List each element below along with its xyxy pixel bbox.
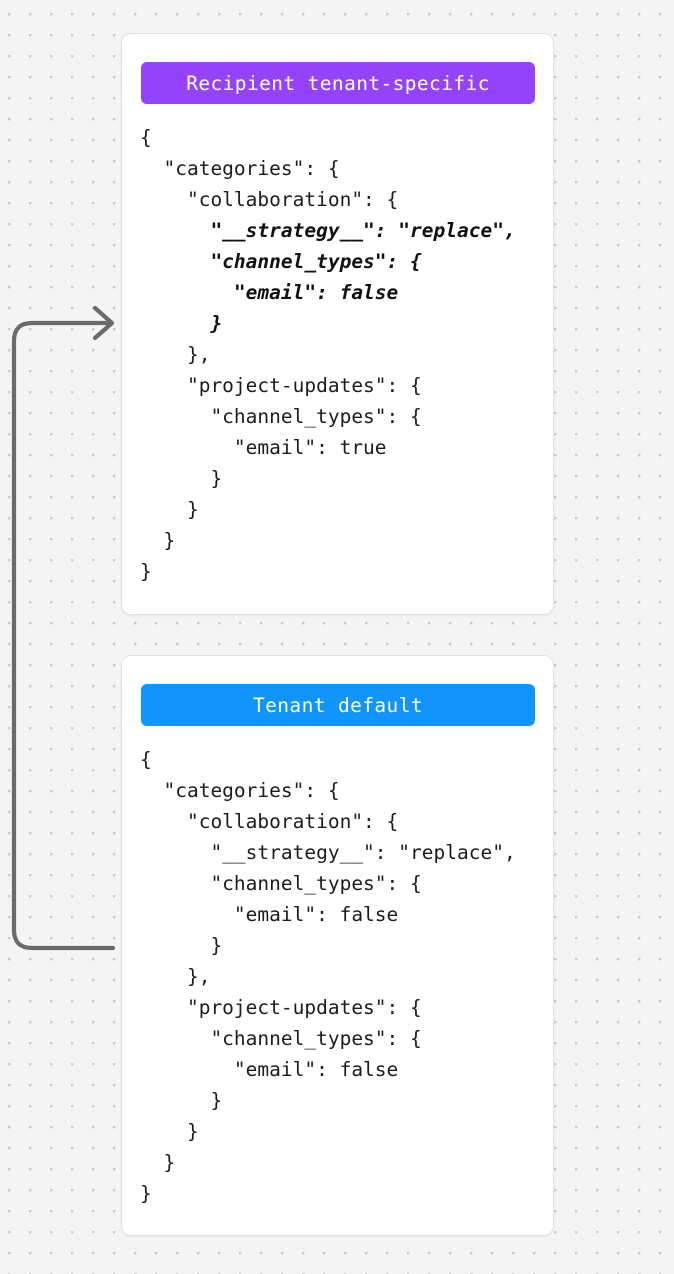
code-line: } [140,529,176,552]
code-line: "categories": { [140,779,340,802]
tenant-default-badge: Tenant default [141,684,535,726]
arrow-path [11,320,116,951]
code-line: } [140,498,199,521]
code-line: } [140,1151,176,1174]
arrow-head-icon [92,305,115,341]
code-line: "collaboration": { [140,810,399,833]
recipient-tenant-specific-card: Recipient tenant-specific { "categories"… [121,33,554,615]
code-line: { [140,126,152,149]
code-line: "channel_types": { [140,250,422,273]
code-line: "project-updates": { [140,996,422,1019]
code-line: "project-updates": { [140,374,422,397]
code-line: { [140,748,152,771]
code-line: "email": false [140,1058,399,1081]
code-line: "__strategy__": "replace", [140,841,516,864]
code-line: } [140,1089,223,1112]
code-line: } [140,560,152,583]
code-line: "channel_types": { [140,1027,422,1050]
code-line: } [140,467,223,490]
code-line: } [140,1182,152,1205]
code-line: "channel_types": { [140,405,422,428]
code-line: "channel_types": { [140,872,422,895]
tenant-default-card: Tenant default { "categories": { "collab… [121,655,554,1236]
code-line: "email": false [140,903,399,926]
code-line: } [140,934,223,957]
code-line: "__strategy__": "replace", [140,219,516,242]
code-line: "categories": { [140,157,340,180]
code-line: "collaboration": { [140,188,399,211]
recipient-tenant-specific-badge: Recipient tenant-specific [141,62,535,104]
code-line: }, [140,343,211,366]
code-line: "email": false [140,281,399,304]
recipient-tenant-specific-code: { "categories": { "collaboration": { "__… [140,122,543,587]
code-line: "email": true [140,436,387,459]
code-line: }, [140,965,211,988]
code-line: } [140,1120,199,1143]
code-line: } [140,312,223,335]
tenant-default-code: { "categories": { "collaboration": { "__… [140,744,543,1209]
